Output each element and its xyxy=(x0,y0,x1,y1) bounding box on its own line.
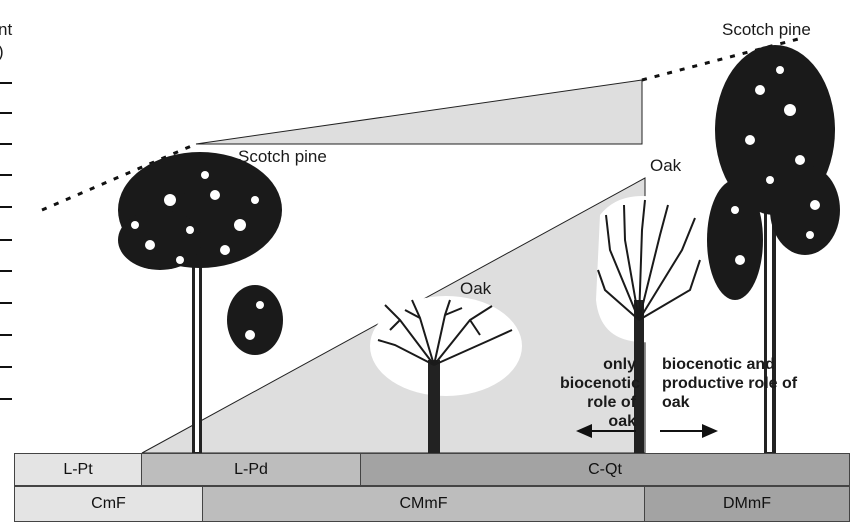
pine-trend-left xyxy=(41,142,197,212)
band-dmmf: DMmF xyxy=(644,486,850,522)
band-cmf: CmF xyxy=(14,486,203,522)
only-biocenotic-label: only biocenotic role of oak xyxy=(560,356,641,430)
band-l-pt: L-Pt xyxy=(14,453,142,486)
band-l-pd: L-Pd xyxy=(141,453,361,486)
axis-label-line1: nt xyxy=(0,20,13,39)
scotch-pine-tree-left xyxy=(118,152,283,453)
scotch-pine-top-label: Scotch pine xyxy=(722,20,811,39)
oak-mid-label: Oak xyxy=(460,279,492,298)
scotch-pine-mid-label: Scotch pine xyxy=(238,147,327,166)
axis-label-line2: ) xyxy=(0,42,4,62)
scotch-pine-tree-right xyxy=(707,45,840,453)
scotch-pine-wedge xyxy=(195,79,643,145)
arrow-left xyxy=(576,424,636,438)
biocenotic-productive-label: biocenotic and productive role of oak xyxy=(662,356,798,411)
band-cmmf: CMmF xyxy=(202,486,645,522)
pine-trend-right xyxy=(641,36,803,82)
band-c-qt: C-Qt xyxy=(360,453,850,486)
oak-right-label: Oak xyxy=(650,156,682,175)
oak-tree-right xyxy=(596,196,705,453)
oak-tree-middle xyxy=(370,296,522,453)
axis-ticks xyxy=(0,82,12,400)
arrow-right xyxy=(660,424,718,438)
